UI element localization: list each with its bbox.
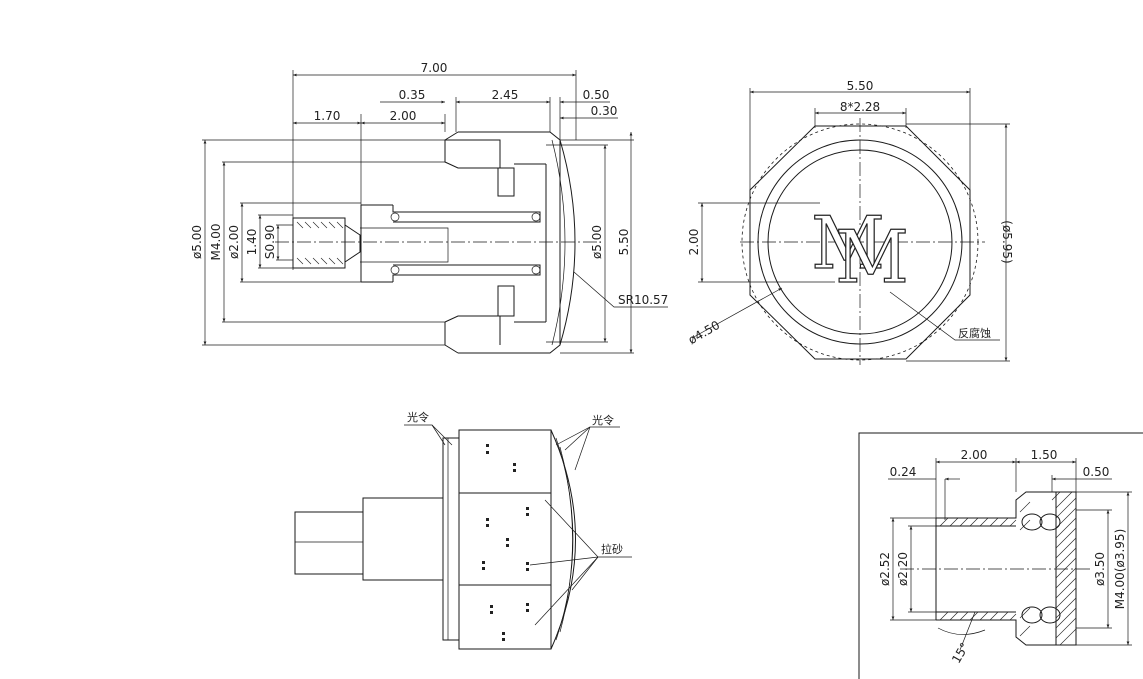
dim-phi200: ø2.00 [227,225,241,259]
detail-view [858,432,1143,679]
dim-sr: SR10.57 [618,293,668,307]
dim-phi595: (ø5.95) [1000,220,1014,263]
dim-550: 5.50 [617,229,631,256]
note-gloss-left: 光令 [407,410,429,424]
detail-dim-phi252: ø2.52 [878,552,892,586]
note-gloss-right: 光令 [592,413,614,427]
dim-height-200: 2.00 [687,229,701,256]
dim-200: 2.00 [390,109,417,123]
detail-dim-150: 1.50 [1031,448,1058,462]
dim-overall-length: 7.00 [421,61,448,75]
dim-050: 0.50 [583,88,610,102]
end-view [691,88,1010,365]
detail-dim-angle: 15° [949,640,972,665]
logo-mark: M M [811,200,910,299]
dim-245: 2.45 [492,88,519,102]
dim-170: 1.70 [314,109,341,123]
note-anticorrosion: 反腐蚀 [958,326,991,340]
detail-dim-050: 0.50 [1083,465,1110,479]
logo-letter-front: M [835,215,909,299]
dim-phi500-right: ø5.00 [590,225,604,259]
dim-phi450: ø4.50 [686,318,722,347]
dim-flats: 8*2.28 [840,100,880,114]
logo-letter-back: M [811,201,885,285]
detail-dim-phi220: ø2.20 [896,552,910,586]
dim-030: 0.30 [591,104,618,118]
dim-m400: M4.00 [209,223,223,260]
dim-035: 0.35 [399,88,426,102]
front-section-view [202,70,668,354]
side-exterior-view [294,424,632,650]
detail-dim-200: 2.00 [961,448,988,462]
dim-s090: S0.90 [263,225,277,259]
detail-dim-thread: M4.00(ø3.95) [1113,529,1127,610]
detail-dim-phi350: ø3.50 [1093,552,1107,586]
detail-dim-024: 0.24 [890,465,917,479]
dim-140: 1.40 [245,229,259,256]
dim-width-550: 5.50 [847,79,874,93]
dim-phi500-left: ø5.00 [190,225,204,259]
note-sandblast: 拉砂 [601,542,623,556]
